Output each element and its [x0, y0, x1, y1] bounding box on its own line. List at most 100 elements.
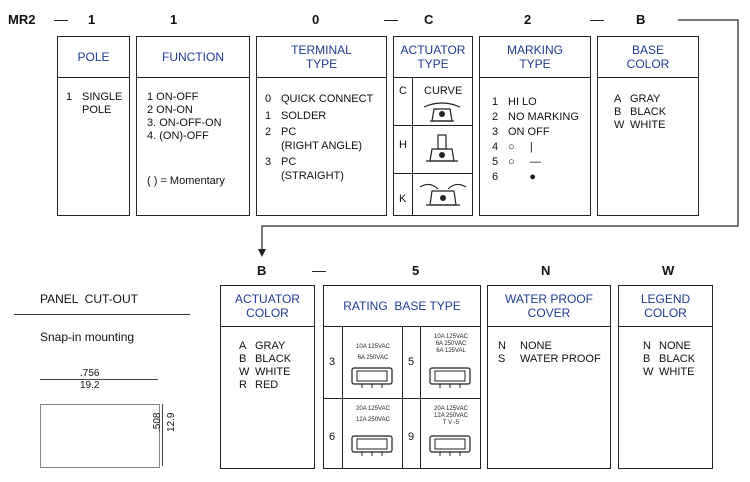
actuator-color-value-w: WHITE [255, 366, 291, 378]
actuator-type-key-h: H [399, 139, 407, 151]
actuator-color-key-b: B [239, 353, 247, 365]
curve-actuator-icon [423, 102, 461, 122]
rating-9-line-2: 12A 250VAC [434, 413, 468, 419]
function-note: ( ) = Momentary [147, 175, 225, 187]
actuator-color-key-w: W [239, 366, 250, 378]
function-item-1: 1 ON-OFF [147, 91, 199, 103]
rating-5-line-3: 6A 125VAL [436, 348, 466, 354]
marking-title: MARKING TYPE [506, 43, 563, 71]
legend-key-b: B [643, 353, 651, 365]
pole-value-1: SINGLE [82, 91, 123, 103]
actuator-type-key-c: C [399, 85, 407, 97]
k-actuator-icon [419, 183, 467, 206]
actuator-color-key-a: A [239, 340, 247, 352]
code-base-color: B [636, 12, 646, 27]
base-3-icon [351, 367, 393, 388]
marking-key-5: 5 [492, 156, 499, 168]
code-function: 1 [170, 12, 178, 27]
pole-key-2 [66, 104, 82, 117]
pole-key-1: 1 [66, 91, 73, 103]
water-key-n: N [498, 340, 506, 352]
pole-box: POLE 1 SINGLE POLE [57, 36, 130, 216]
terminal-key-3: 3 [265, 156, 272, 168]
function-box: FUNCTION 1 ON-OFF 2 ON-ON 3. ON-OFF-ON 4… [136, 36, 250, 216]
height-mm-label: 12.9 [166, 412, 177, 432]
code-pole: 1 [88, 12, 96, 27]
code-actuator-type: C [424, 12, 434, 27]
terminal-title: TERMINAL TYPE [291, 43, 352, 71]
actuator-color-box: ACTUATOR COLOR A GRAY B BLACK W WHITE R RED [220, 285, 315, 469]
code-marking: 2 [524, 12, 532, 27]
terminal-value-3b: (STRAIGHT) [281, 169, 344, 182]
actuator-type-box: ACTUATOR TYPE C CURVE H K [393, 36, 473, 216]
terminal-value-3: PC [281, 156, 297, 168]
base-6-icon [351, 435, 393, 456]
terminal-key-3b [265, 170, 281, 184]
terminal-value-1: SOLDER [281, 109, 327, 122]
water-value-s: WATER PROOF [520, 353, 601, 365]
terminal-value-2b: (RIGHT ANGLE) [281, 139, 363, 152]
model-prefix: MR2 [8, 12, 36, 27]
marking-dash [590, 20, 604, 21]
code-actuator-color: B [257, 263, 267, 278]
marking-key-4: 4 [492, 141, 499, 153]
prefix-dash [54, 20, 68, 21]
rating-key-6: 6 [329, 431, 336, 443]
water-value-n: NONE [520, 340, 552, 352]
code-water: N [541, 263, 551, 278]
legend-key-w: W [643, 366, 654, 378]
actuator-color-value-a: GRAY [255, 340, 286, 352]
base-color-value-a: GRAY [630, 93, 661, 105]
base-5-icon [429, 367, 471, 388]
rating-key-3: 3 [329, 356, 336, 368]
rating-9-line-3: T V -5 [442, 420, 460, 426]
actuator-type-key-k: K [399, 193, 407, 205]
actuator-type-title: ACTUATOR TYPE [400, 43, 466, 71]
actuator-color-value-r: RED [255, 379, 279, 391]
marking-value-4: ○ | [508, 141, 533, 153]
cutout-rect [40, 404, 160, 468]
terminal-key-0: 0 [265, 93, 272, 105]
base-color-title: BASE COLOR [626, 43, 670, 71]
marking-key-6: 6 [492, 171, 499, 183]
marking-key-3: 3 [492, 126, 499, 138]
marking-value-1: HI LO [508, 96, 537, 108]
legend-value-b: BLACK [659, 353, 696, 365]
second-dash [312, 271, 326, 272]
pole-title: POLE [77, 50, 110, 64]
actuator-color-key-r: R [239, 379, 247, 391]
rating-6-line-1: 20A 125VAC [356, 406, 390, 412]
terminal-key-1: 1 [265, 109, 272, 122]
actuator-color-title: ACTUATOR COLOR [235, 292, 300, 320]
terminal-value-0: QUICK CONNECT [281, 93, 374, 105]
rating-6-line-2: 12A 250VAC [356, 417, 390, 423]
base-color-value-b: BLACK [630, 106, 667, 118]
width-dim-line [40, 379, 158, 380]
panel-title: PANEL CUT-OUT [40, 292, 139, 306]
width-inch-label: .756 [80, 368, 100, 379]
legend-value-w: WHITE [659, 366, 695, 378]
pole-value-2: POLE [82, 104, 112, 116]
water-title: WATER PROOF COVER [505, 292, 593, 320]
panel-subtitle: Snap-in mounting [40, 330, 135, 344]
rating-title: RATING BASE TYPE [343, 299, 461, 313]
legend-title: LEGEND COLOR [640, 292, 691, 320]
legend-key-n: N [643, 340, 651, 352]
base-color-key-a: A [614, 93, 622, 105]
marking-value-2: NO MARKING [508, 111, 579, 123]
terminal-key-2: 2 [265, 126, 272, 138]
legend-value-n: NONE [659, 340, 691, 352]
height-dim-line [162, 404, 163, 466]
rating-5-line-2: 6A 250VAC [435, 341, 467, 347]
actuator-color-value-b: BLACK [255, 353, 292, 365]
terminal-key-2b [265, 140, 281, 154]
rating-key-9: 9 [408, 431, 415, 443]
base-color-key-b: B [614, 106, 622, 118]
marking-value-3: ON OFF [508, 126, 550, 138]
rating-3-line-1: 10A 125VAC [356, 344, 390, 350]
rating-5-line-1: 10A 125VAC [434, 334, 468, 340]
water-key-s: S [498, 353, 506, 365]
terminal-value-2: PC [281, 126, 297, 138]
